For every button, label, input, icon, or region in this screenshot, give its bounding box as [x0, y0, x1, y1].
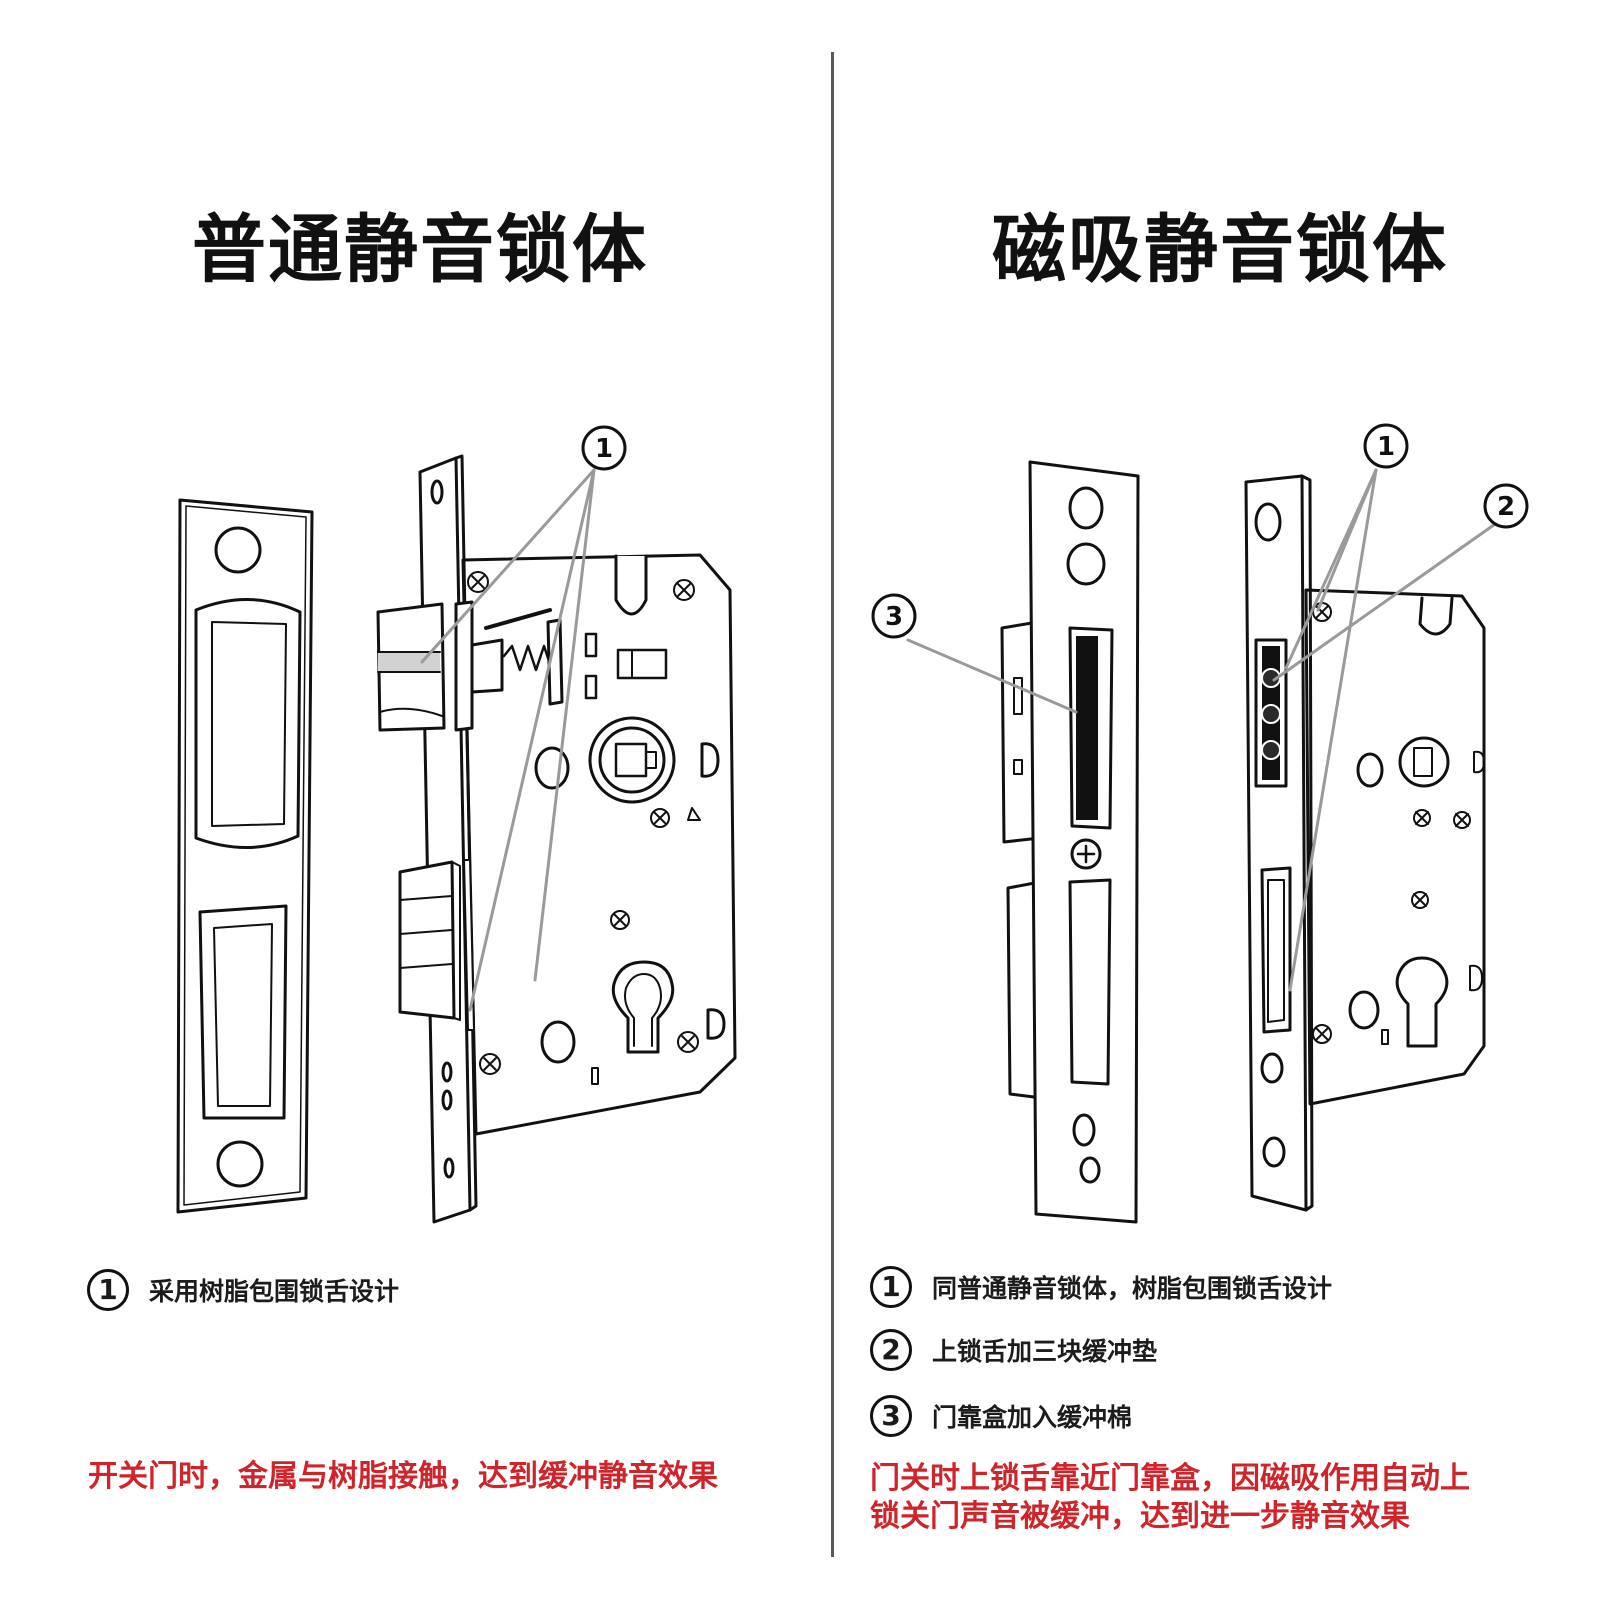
right-feature-1: 1 同普通静音锁体，树脂包围锁舌设计	[870, 1262, 1332, 1312]
feature-text: 上锁舌加三块缓冲垫	[932, 1337, 1158, 1366]
feature-number-badge: 2	[870, 1329, 912, 1371]
feature-number-badge: 3	[870, 1395, 912, 1437]
right-lock-body	[1244, 474, 1486, 1212]
left-callout-number: 1	[595, 434, 613, 464]
right-callout-circle-1	[1363, 423, 1409, 469]
right-callout-circle-3	[871, 593, 917, 639]
panel-divider	[831, 52, 834, 1557]
right-note: 门关时上锁舌靠近门靠盒，因磁吸作用自动上 锁关门声音被缓冲，达到进一步静音效果	[870, 1460, 1570, 1536]
feature-number-badge: 1	[870, 1266, 912, 1308]
right-note-line-1: 门关时上锁舌靠近门靠盒，因磁吸作用自动上	[870, 1461, 1470, 1496]
feature-text: 同普通静音锁体，树脂包围锁舌设计	[932, 1274, 1333, 1303]
right-note-line-2: 锁关门声音被缓冲，达到进一步静音效果	[870, 1499, 1410, 1534]
left-callout-leaders	[420, 468, 596, 1012]
left-panel-title: 普通静音锁体	[192, 207, 648, 293]
feature-text: 采用树脂包围锁舌设计	[149, 1277, 400, 1306]
left-strike-plate	[176, 498, 314, 1214]
left-note: 开关门时，金属与树脂接触，达到缓冲静音效果	[88, 1459, 718, 1494]
feature-number-badge: 1	[87, 1269, 129, 1311]
right-strike-box	[1000, 460, 1140, 1224]
left-lock-body	[376, 454, 737, 1224]
right-callout-number-1: 1	[1377, 432, 1395, 462]
right-panel-title: 磁吸静音锁体	[992, 207, 1448, 293]
right-callout-number-3: 3	[885, 602, 903, 632]
left-callout-circle	[581, 425, 627, 471]
right-callout-leaders	[906, 468, 1500, 992]
right-callout-number-2: 2	[1497, 492, 1515, 522]
right-callout-circle-2	[1483, 483, 1529, 529]
left-feature-1: 1 采用树脂包围锁舌设计	[87, 1265, 399, 1315]
right-feature-3: 3 门靠盒加入缓冲棉	[870, 1391, 1132, 1441]
right-feature-2: 2 上锁舌加三块缓冲垫	[870, 1325, 1157, 1375]
feature-text: 门靠盒加入缓冲棉	[932, 1403, 1133, 1432]
